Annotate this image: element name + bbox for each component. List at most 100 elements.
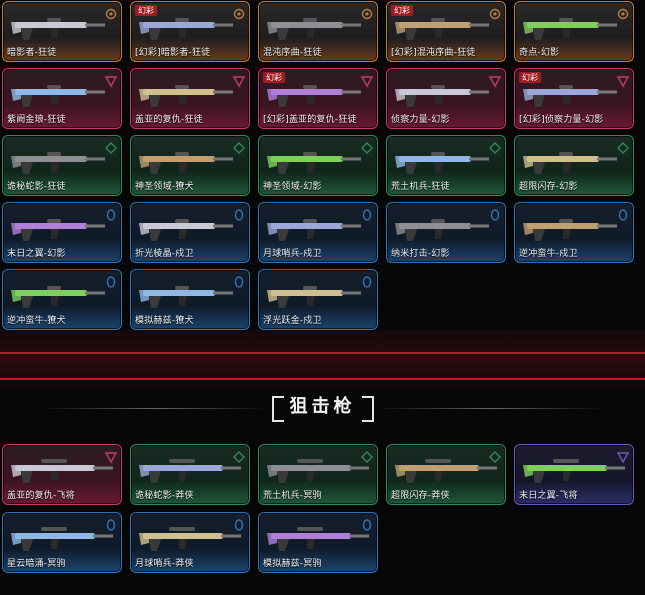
skin-name: 侦察力量-幻影 (391, 115, 450, 125)
skin-name: 浮光跃金-戍卫 (263, 316, 322, 326)
weapon-art (259, 69, 377, 110)
ultra-tier-icon (616, 72, 630, 88)
exclusive-tier-icon (617, 5, 629, 20)
premium-tier-icon (489, 448, 501, 463)
deluxe-tier-icon (361, 516, 373, 531)
skin-name: 纳米打击-幻影 (391, 249, 450, 259)
skin-card[interactable]: 逆冲蛮牛-戍卫 (514, 202, 634, 263)
skin-name: 荒土机兵-冥驹 (263, 491, 322, 501)
skin-card[interactable]: 奇点-幻影 (514, 1, 634, 62)
weapon-art (131, 136, 249, 177)
deluxe-tier-icon (233, 273, 245, 288)
weapon-art (259, 2, 377, 43)
ultra-tier-icon (104, 72, 118, 88)
skin-card[interactable]: 模拟赫兹-冥驹 (258, 512, 378, 573)
ultra-tier-icon (616, 448, 630, 464)
skin-name: 诡秘蛇影-莽侠 (135, 491, 194, 501)
skin-card[interactable]: 幻彩 [幻彩]暗影者-狂徒 (130, 1, 250, 62)
skin-card[interactable]: 逆冲蛮牛-獠犬 (2, 269, 122, 330)
skin-card[interactable]: 紫阙金琅-狂徒 (2, 68, 122, 129)
weapon-art (259, 445, 377, 486)
skin-card[interactable]: 幻彩 [幻彩]侦察力量-幻影 (514, 68, 634, 129)
ultra-tier-icon (104, 448, 118, 464)
weapon-art (515, 69, 633, 110)
skin-name: [幻彩]混沌序曲-狂徒 (391, 48, 476, 58)
skin-card[interactable]: 月球哨兵-戍卫 (258, 202, 378, 263)
weapon-art (387, 136, 505, 177)
title-divider-left (40, 408, 270, 409)
skin-card[interactable]: 浮光跃金-戍卫 (258, 269, 378, 330)
weapon-art (259, 136, 377, 177)
weapon-art (131, 513, 249, 554)
weapon-art (387, 445, 505, 486)
deluxe-tier-icon (233, 206, 245, 221)
skin-name: 末日之翼-飞将 (519, 491, 578, 501)
deluxe-tier-icon (361, 206, 373, 221)
premium-tier-icon (361, 139, 373, 154)
skin-card[interactable]: 诡秘蛇影-莽侠 (130, 444, 250, 505)
skin-card[interactable]: 盖亚的复仇-狂徒 (130, 68, 250, 129)
chroma-badge: 幻彩 (263, 72, 285, 83)
skin-card[interactable]: 末日之翼-幻影 (2, 202, 122, 263)
skin-card[interactable]: 混沌序曲-狂徒 (258, 1, 378, 62)
skin-card[interactable]: 幻彩 [幻彩]盖亚的复仇-狂徒 (258, 68, 378, 129)
skin-card[interactable]: 末日之翼-飞将 (514, 444, 634, 505)
skin-name: 星云暗涌-冥驹 (7, 559, 66, 569)
weapon-art (259, 513, 377, 554)
skin-card[interactable]: 星云暗涌-冥驹 (2, 512, 122, 573)
deluxe-tier-icon (361, 273, 373, 288)
weapon-art (515, 2, 633, 43)
ultra-tier-icon (232, 72, 246, 88)
weapon-art (3, 136, 121, 177)
weapon-art (3, 270, 121, 311)
weapon-art (3, 445, 121, 486)
skin-name: [幻彩]侦察力量-幻影 (519, 115, 604, 125)
weapon-art (131, 270, 249, 311)
skin-card[interactable]: 模拟赫兹-獠犬 (130, 269, 250, 330)
skin-card[interactable]: 盖亚的复仇-飞将 (2, 444, 122, 505)
skin-card[interactable]: 荒土机兵-冥驹 (258, 444, 378, 505)
premium-tier-icon (233, 139, 245, 154)
skin-name: 月球哨兵-莽侠 (135, 559, 194, 569)
skin-name: 神圣领域-獠犬 (135, 182, 194, 192)
skin-card[interactable]: 超限闪存-幻影 (514, 135, 634, 196)
skin-name: 模拟赫兹-冥驹 (263, 559, 322, 569)
weapon-art (387, 203, 505, 244)
skin-card[interactable]: 神圣领域-幻影 (258, 135, 378, 196)
weapon-art (3, 203, 121, 244)
skin-card[interactable]: 神圣领域-獠犬 (130, 135, 250, 196)
skin-card[interactable]: 超限闪存-莽侠 (386, 444, 506, 505)
skin-card[interactable]: 荒土机兵-狂徒 (386, 135, 506, 196)
skin-card[interactable]: 幻彩 [幻彩]混沌序曲-狂徒 (386, 1, 506, 62)
weapon-art (515, 136, 633, 177)
chroma-badge: 幻彩 (391, 5, 413, 16)
skin-card[interactable]: 侦察力量-幻影 (386, 68, 506, 129)
section-red-line-2 (0, 378, 645, 380)
section-title-sniper: 狙击枪 (289, 396, 356, 417)
deluxe-tier-icon (105, 273, 117, 288)
skin-name: 奇点-幻影 (519, 48, 560, 58)
skin-name: 超限闪存-幻影 (519, 182, 578, 192)
premium-tier-icon (617, 139, 629, 154)
skin-card[interactable]: 诡秘蛇影-狂徒 (2, 135, 122, 196)
ultra-tier-icon (488, 72, 502, 88)
premium-tier-icon (361, 448, 373, 463)
weapon-art (3, 2, 121, 43)
skin-card[interactable]: 折光棱晶-戍卫 (130, 202, 250, 263)
skin-card[interactable]: 月球哨兵-莽侠 (130, 512, 250, 573)
weapon-art (131, 69, 249, 110)
skin-name: 混沌序曲-狂徒 (263, 48, 322, 58)
skin-card[interactable]: 纳米打击-幻影 (386, 202, 506, 263)
title-bracket-left (272, 396, 284, 422)
premium-tier-icon (489, 139, 501, 154)
skin-name: 超限闪存-莽侠 (391, 491, 450, 501)
skin-name: 折光棱晶-戍卫 (135, 249, 194, 259)
premium-tier-icon (105, 139, 117, 154)
skin-name: 荒土机兵-狂徒 (391, 182, 450, 192)
weapon-art (131, 203, 249, 244)
chroma-badge: 幻彩 (519, 72, 541, 83)
weapon-art (3, 513, 121, 554)
skin-name: 盖亚的复仇-飞将 (7, 491, 75, 501)
skin-name: 模拟赫兹-獠犬 (135, 316, 194, 326)
skin-card[interactable]: 暗影者-狂徒 (2, 1, 122, 62)
